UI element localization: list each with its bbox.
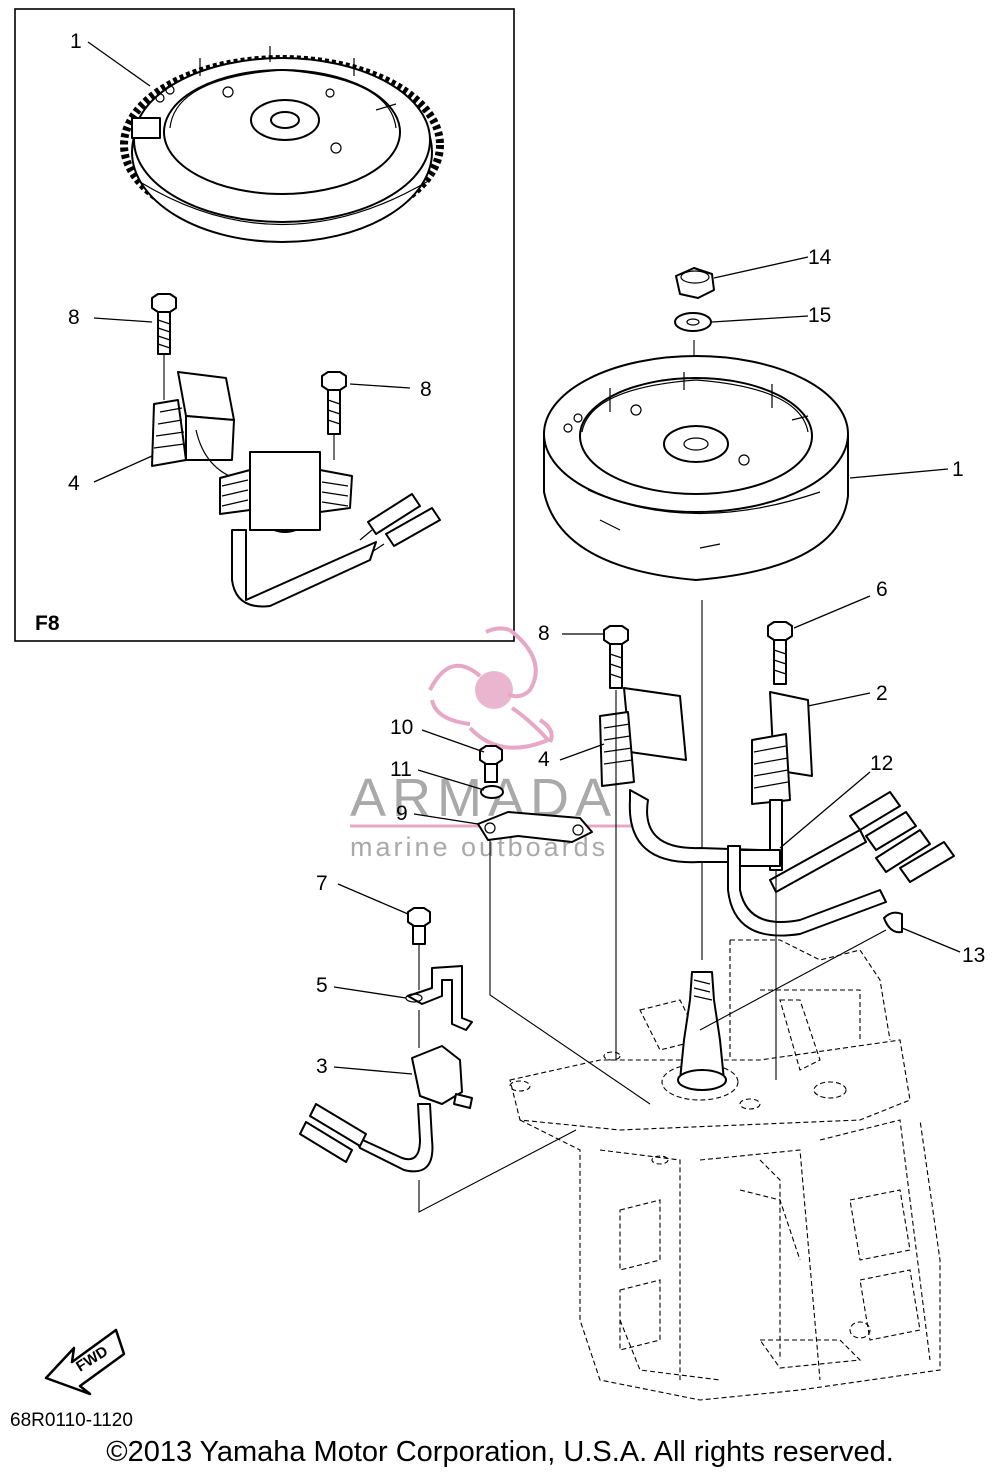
callout-14: 14 (808, 246, 832, 269)
sensor-3 (299, 1045, 473, 1173)
callout-5: 5 (316, 974, 328, 997)
inset-bolt-8b (321, 371, 347, 460)
callout-8: 8 (538, 622, 550, 645)
callout-inset-1: 1 (70, 30, 82, 53)
washer-15 (674, 312, 712, 332)
diagram-part-code: 68R0110-1120 (10, 1410, 133, 1431)
callout-2: 2 (876, 682, 888, 705)
nut-14 (675, 267, 715, 299)
callout-11: 11 (390, 758, 412, 781)
callout-15: 15 (808, 304, 831, 327)
bolt-6 (767, 621, 793, 685)
copyright-notice: ©2013 Yamaha Motor Corporation, U.S.A. A… (106, 1436, 894, 1468)
callout-4: 4 (538, 748, 550, 771)
engine-block (509, 939, 941, 1401)
callout-12: 12 (870, 752, 893, 775)
bracket-9 (477, 811, 593, 843)
callout-7: 7 (316, 872, 328, 895)
ignition-coil-2 (751, 691, 813, 871)
washer-11 (480, 785, 504, 799)
callout-9: 9 (396, 802, 408, 825)
bolt-8-main (603, 625, 629, 689)
inset-panel: F8 (14, 8, 515, 642)
callout-3: 3 (316, 1055, 328, 1078)
callout-inset-8b: 8 (420, 378, 432, 401)
inset-label: F8 (35, 612, 60, 635)
callout-13: 13 (962, 944, 985, 967)
pulser-coil-4 (599, 687, 761, 864)
wire-harness-12 (727, 791, 955, 937)
inset-flywheel (120, 46, 444, 243)
callout-inset-8a: 8 (68, 306, 80, 329)
crankshaft (677, 971, 727, 1091)
bolt-7 (407, 907, 431, 990)
callout-10: 10 (390, 716, 413, 739)
inset-bolt-8a (151, 293, 177, 400)
woodruff-key-13 (883, 911, 903, 934)
callout-inset-4: 4 (68, 472, 80, 495)
clamp-5 (405, 965, 473, 1031)
callout-1: 1 (952, 458, 964, 481)
inset-charge-coil (219, 451, 441, 608)
callout-6: 6 (876, 578, 888, 601)
inset-pulser-coil (151, 371, 241, 481)
main-flywheel (543, 355, 849, 581)
bolt-10 (479, 745, 503, 783)
fwd-arrow-icon: FWD (44, 1328, 126, 1396)
